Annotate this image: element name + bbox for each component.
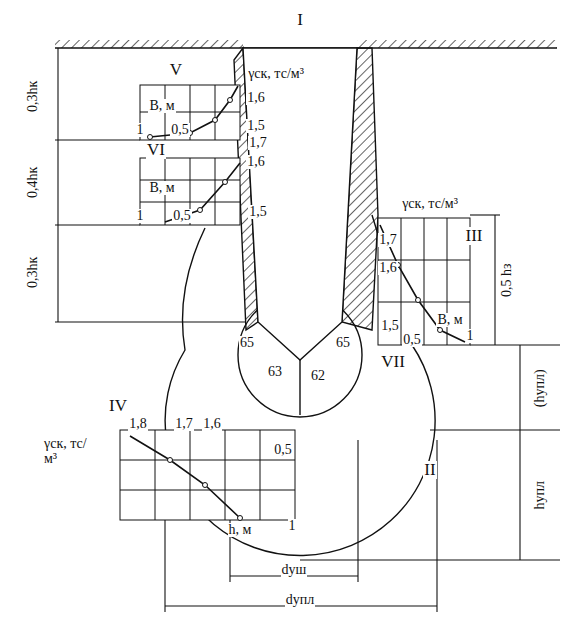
diagram-label: 0,3hк	[27, 255, 42, 288]
drawing-stroke	[140, 158, 240, 225]
diagram-label: 65	[335, 336, 351, 351]
drawing-stroke	[130, 436, 240, 518]
diagram-label: 1,5	[380, 319, 400, 334]
diagram-label: 0,3hк	[27, 79, 42, 112]
drawing-stroke	[120, 430, 295, 520]
drawing-stroke	[120, 430, 295, 520]
diagram-label: 65	[239, 336, 255, 351]
drawing-stroke	[223, 180, 228, 185]
diagram-label: 1,6	[246, 155, 266, 170]
diagram-label: γск, тс/м³	[247, 67, 305, 82]
drawing-stroke	[238, 516, 243, 521]
drawing-stroke	[140, 158, 240, 225]
drawing-stroke	[140, 85, 240, 140]
drawing-stroke	[378, 218, 470, 345]
dimension-lines	[55, 48, 560, 612]
diagram-label: 1	[136, 209, 145, 224]
diagram-label: 1,6	[378, 261, 398, 276]
drawing-stroke	[55, 321, 246, 322]
diagram-label: В, м	[148, 99, 175, 114]
drawing-stroke	[300, 559, 560, 560]
drawing-stroke	[357, 40, 557, 48]
drawing-stroke	[203, 483, 208, 488]
diagram-label: dуш	[281, 563, 308, 578]
diagram-label: II	[423, 461, 436, 479]
curve-points	[148, 98, 443, 521]
density-graphs	[120, 85, 470, 520]
drawing-stroke	[438, 328, 443, 333]
diagram-label: 1	[466, 329, 475, 344]
drawing-stroke	[213, 118, 218, 123]
diagram-label: 63	[267, 365, 283, 380]
diagram-label: 1,5	[248, 205, 268, 220]
diagram-label: III	[465, 227, 484, 245]
diagram-label: В, м	[148, 181, 175, 196]
diagram-label: 1,7	[378, 233, 398, 248]
diagram-label: VI	[146, 141, 166, 159]
drawing-stroke	[299, 360, 300, 415]
drawing-stroke	[57, 48, 58, 322]
drawing-stroke	[148, 135, 153, 140]
drawing-stroke	[494, 215, 495, 345]
diagram-label: h, м	[228, 523, 253, 538]
diagram-label: VII	[380, 353, 406, 371]
diagram-label: dупл	[285, 593, 315, 608]
density-curves	[130, 86, 465, 518]
diagram-label: 1,7	[174, 417, 194, 432]
diagram-label: 0,5	[273, 443, 293, 458]
diagram-label: γск, тс/м³	[43, 437, 89, 466]
diagram-label: (hупл)	[533, 368, 548, 408]
diagram-label: 1,5	[246, 119, 266, 134]
diagram-label: 62	[310, 369, 326, 384]
diagram-label: 0,5	[402, 333, 422, 348]
diagram-label: V	[169, 61, 183, 79]
diagram-label: γск, тс/м³	[401, 197, 459, 212]
drawing-stroke	[55, 139, 140, 140]
diagram-label: 0,5	[172, 209, 192, 224]
drawing-stroke	[55, 40, 243, 48]
drawing-stroke	[470, 214, 500, 215]
diagram-label: 0,4hк	[27, 165, 42, 198]
diagram-label: 1,6	[202, 417, 222, 432]
diagram-label: IV	[108, 397, 128, 415]
drawing-stroke	[357, 440, 358, 582]
diagram-label: 0,5	[170, 123, 190, 138]
diagram-label: В, м	[436, 313, 463, 328]
diagram-label: I	[296, 11, 304, 29]
drawing-stroke	[430, 429, 560, 430]
drawing-stroke	[198, 208, 203, 213]
diagram-label: 1,6	[246, 91, 266, 106]
drawing-stroke	[164, 520, 165, 612]
diagram-label: 1	[288, 519, 297, 534]
drawing-stroke	[519, 345, 520, 560]
diagram-label: 1	[136, 123, 145, 138]
drawing-stroke	[168, 458, 173, 463]
drawing-stroke	[243, 48, 357, 360]
diagram-label: hупл	[533, 480, 548, 510]
diagram-label: 0,5 hз	[501, 262, 516, 298]
drawing-stroke	[140, 85, 240, 140]
drawing-stroke	[416, 298, 421, 303]
drawing-stroke	[55, 224, 140, 225]
drawing-stroke	[228, 98, 233, 103]
drawing-stroke	[470, 344, 560, 345]
diagram-label: 1,8	[128, 417, 148, 432]
diagram-label: 1,7	[248, 136, 268, 151]
ground-surface	[55, 40, 557, 48]
drawing-stroke	[378, 218, 470, 345]
